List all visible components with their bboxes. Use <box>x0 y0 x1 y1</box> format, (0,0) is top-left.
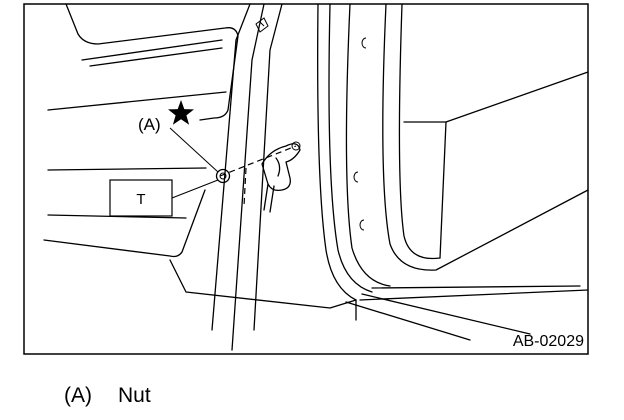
body-frame <box>317 3 589 301</box>
callout-a-label: (A) <box>138 115 161 134</box>
floor-sill <box>345 285 589 341</box>
torque-box-label: T <box>136 191 145 208</box>
callout-a: (A) <box>138 100 219 173</box>
torque-callout: T <box>109 179 219 217</box>
star-icon <box>168 100 194 125</box>
legend: (A) Nut <box>64 384 151 408</box>
nut-icon <box>215 168 231 184</box>
harness-clip <box>219 141 301 213</box>
legend-key: (A) <box>64 384 92 407</box>
b-pillar <box>169 3 357 351</box>
figure-id: AB-02029 <box>513 333 584 350</box>
legend-text: Nut <box>118 384 151 407</box>
torque-box <box>109 179 173 217</box>
